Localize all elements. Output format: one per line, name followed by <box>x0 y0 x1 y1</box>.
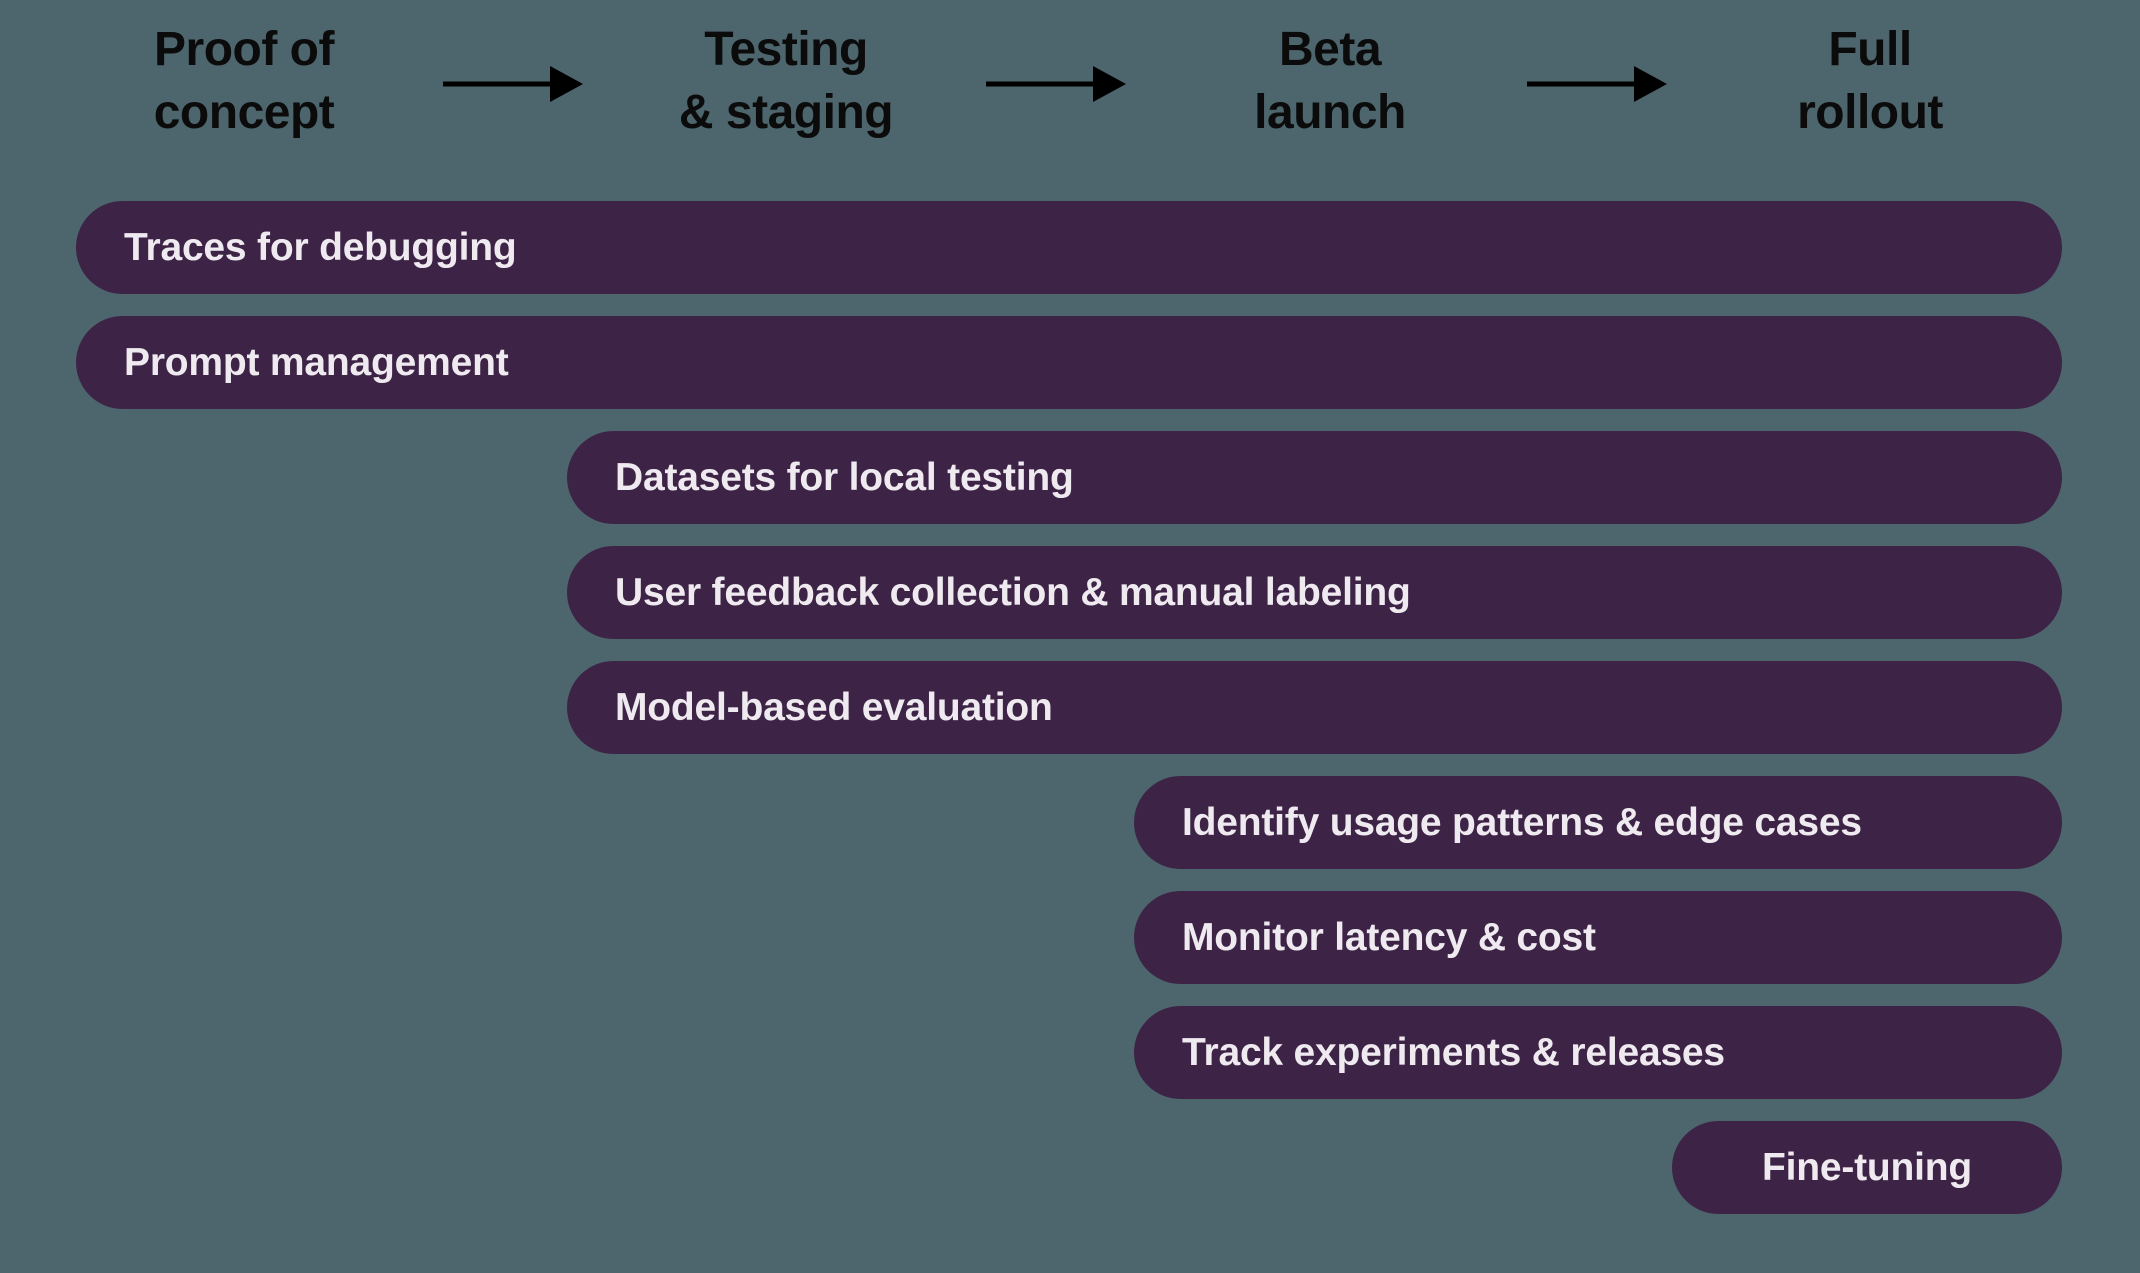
phase-header-beta-launch: Beta launch <box>1254 23 1406 139</box>
phase-header-full-rollout: Full rollout <box>1797 23 1943 139</box>
bar-label: Fine-tuning <box>1761 1145 1973 1189</box>
bar-label: Track experiments & releases <box>1182 1030 1725 1074</box>
bar-label: Datasets for local testing <box>615 455 1074 499</box>
bar-label: Model-based evaluation <box>615 685 1053 729</box>
bar-label: Prompt management <box>124 340 509 384</box>
bar-user-feedback-collection: User feedback collection & manual labeli… <box>567 546 2062 639</box>
bar-label: Identify usage patterns & edge cases <box>1182 800 1862 844</box>
bar-label: User feedback collection & manual labeli… <box>615 570 1411 614</box>
bar-datasets-for-local-testing: Datasets for local testing <box>567 431 2062 524</box>
bar-fine-tuning: Fine-tuning <box>1672 1121 2062 1214</box>
bar-model-based-evaluation: Model-based evaluation <box>567 661 2062 754</box>
bar-track-experiments-releases: Track experiments & releases <box>1134 1006 2062 1099</box>
bar-prompt-management: Prompt management <box>76 316 2062 409</box>
right-arrow-icon <box>986 66 1126 102</box>
right-arrow-icon <box>1527 66 1667 102</box>
bar-traces-for-debugging: Traces for debugging <box>76 201 2062 294</box>
bar-identify-usage-patterns: Identify usage patterns & edge cases <box>1134 776 2062 869</box>
phase-header-proof-of-concept: Proof of concept <box>153 23 335 139</box>
bar-label: Monitor latency & cost <box>1182 915 1596 959</box>
phase-header-testing-staging: Testing & staging <box>678 23 894 139</box>
bar-label: Traces for debugging <box>124 225 517 269</box>
right-arrow-icon <box>443 66 583 102</box>
bar-monitor-latency-cost: Monitor latency & cost <box>1134 891 2062 984</box>
